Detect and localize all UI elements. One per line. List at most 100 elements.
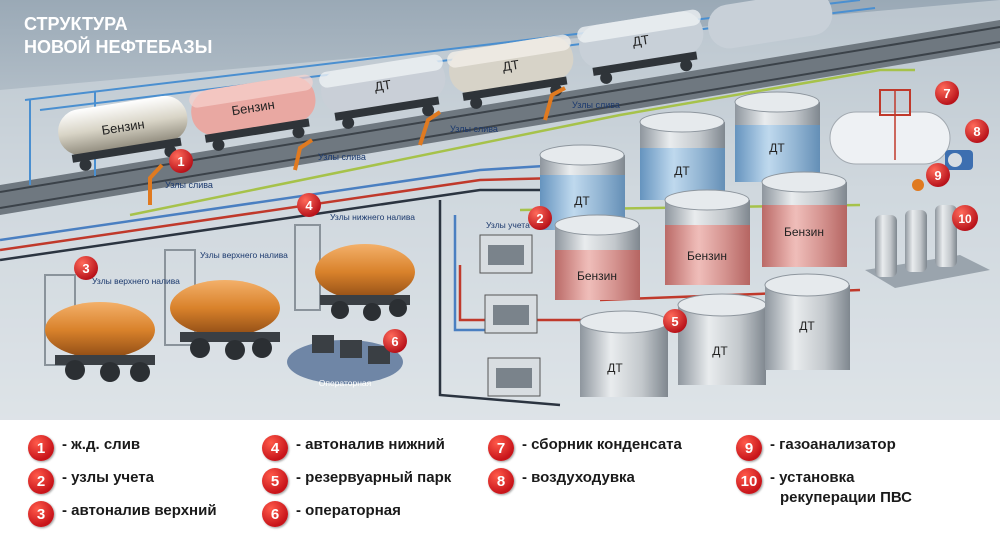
unload-label: Узлы слива — [450, 124, 498, 134]
title-line-2: НОВОЙ НЕФТЕБАЗЫ — [24, 36, 212, 57]
bottom-loading-label: Узлы нижнего налива — [330, 212, 415, 222]
svg-text:5: 5 — [671, 314, 678, 329]
legend-text: - узлы учета — [62, 469, 154, 486]
unload-label: Узлы слива — [318, 152, 366, 162]
tank: ДТ — [579, 310, 669, 397]
legend-item-6: 6 - операторная — [262, 501, 401, 527]
rail-track — [0, 20, 1000, 215]
legend-item-7: 7 - сборник конденсата — [488, 435, 682, 461]
legend-text: - установка рекуперации ПВС — [770, 468, 912, 508]
rail-car: Бензин — [58, 95, 188, 171]
tank: Бензин — [664, 189, 750, 285]
legend-item-9: 9 - газоанализатор — [736, 435, 896, 461]
unloading-arm — [148, 86, 566, 205]
truck-bottom-loading — [294, 224, 415, 321]
gas-analyzer — [912, 179, 924, 191]
svg-text:6: 6 — [391, 334, 398, 349]
oil-depot-scene: Бензин Бензин ДТ ДТ ДТ — [0, 0, 1000, 420]
tank: Бензин — [554, 214, 640, 300]
rail-car-label: ДТ — [631, 32, 650, 49]
rail-car: ДТ — [319, 54, 446, 129]
condensate-collector — [829, 89, 951, 165]
rail-car — [708, 0, 833, 49]
legend-badge: 4 — [262, 435, 288, 461]
svg-text:8: 8 — [973, 124, 980, 139]
legend-badge: 8 — [488, 468, 514, 494]
svg-text:Бензин: Бензин — [784, 225, 824, 239]
svg-text:Бензин: Бензин — [577, 269, 617, 283]
unload-label: Узлы слива — [165, 180, 213, 190]
svg-text:3: 3 — [82, 261, 89, 276]
operator-room: Операторная — [287, 335, 403, 388]
rail-car: ДТ — [447, 34, 574, 109]
svg-text:9: 9 — [934, 168, 941, 183]
rail-car-label: ДТ — [373, 77, 392, 94]
rail-car-label: Бензин — [100, 116, 145, 138]
legend-item-3: 3 - автоналив верхний — [28, 501, 217, 527]
svg-text:Бензин: Бензин — [687, 249, 727, 263]
legend-badge: 5 — [262, 468, 288, 494]
rail-car-label: Бензин — [230, 97, 275, 119]
legend-item-5: 5 - резервуарный парк — [262, 468, 451, 494]
badge-1: 1 — [169, 149, 193, 173]
badge-4: 4 — [297, 193, 321, 217]
metering-unit — [479, 234, 541, 397]
legend-text: - резервуарный парк — [296, 469, 452, 486]
tank: Бензин — [761, 171, 847, 267]
badge-2: 2 — [528, 206, 552, 230]
legend: 1 - ж.д. слив 2 - узлы учета 3 - автонал… — [0, 421, 1000, 551]
legend-badge: 9 — [736, 435, 762, 461]
legend-text: - сборник конденсата — [522, 436, 682, 453]
legend-badge: 10 — [736, 468, 762, 494]
legend-item-2: 2 - узлы учета — [28, 468, 154, 494]
legend-text: - автоналив верхний — [62, 502, 217, 519]
badge-3: 3 — [74, 256, 98, 280]
badge-7: 7 — [935, 81, 959, 105]
tank: ДТ — [734, 91, 820, 182]
unload-label: Узлы слива — [572, 100, 620, 110]
legend-item-4: 4 - автоналив нижний — [262, 435, 445, 461]
svg-text:ДТ: ДТ — [712, 344, 728, 358]
legend-text: - воздуходувка — [522, 469, 635, 486]
top-loading-label: Узлы верхнего налива — [92, 276, 180, 286]
legend-badge: 2 — [28, 468, 54, 494]
legend-text: - газоанализатор — [770, 436, 896, 453]
legend-item-1: 1 - ж.д. слив — [28, 435, 140, 461]
svg-text:ДТ: ДТ — [574, 194, 590, 208]
metering-label: Узлы учета — [486, 220, 530, 230]
svg-text:4: 4 — [305, 198, 313, 213]
legend-text: - операторная — [296, 502, 401, 519]
svg-text:ДТ: ДТ — [674, 164, 690, 178]
svg-text:2: 2 — [536, 211, 543, 226]
svg-text:ДТ: ДТ — [799, 319, 815, 333]
tank: ДТ — [677, 293, 767, 385]
top-loading-label: Узлы верхнего налива — [200, 250, 288, 260]
svg-text:10: 10 — [958, 212, 972, 226]
legend-text-line-2: рекуперации ПВС — [780, 489, 912, 506]
tank: ДТ — [639, 111, 725, 200]
operator-room-label: Операторная — [319, 378, 372, 388]
tank: ДТ — [764, 273, 850, 370]
vapor-recovery-unit — [865, 205, 990, 288]
legend-badge: 6 — [262, 501, 288, 527]
svg-text:7: 7 — [943, 86, 950, 101]
title-line-1: СТРУКТУРА — [24, 14, 128, 34]
legend-badge: 1 — [28, 435, 54, 461]
legend-text-line-1: - установка — [770, 469, 855, 486]
rail-car: Бензин — [189, 74, 316, 151]
legend-item-8: 8 - воздуходувка — [488, 468, 635, 494]
badge-10: 10 — [952, 205, 978, 231]
legend-badge: 3 — [28, 501, 54, 527]
legend-badge: 7 — [488, 435, 514, 461]
badge-8: 8 — [965, 119, 989, 143]
rail-car-label: ДТ — [501, 57, 520, 74]
truck-top-loading — [164, 249, 280, 360]
rail-car: ДТ — [577, 9, 704, 84]
legend-text: - автоналив нижний — [296, 436, 445, 453]
badge-9: 9 — [926, 163, 950, 187]
svg-text:ДТ: ДТ — [607, 361, 623, 375]
legend-item-10: 10 - установка рекуперации ПВС — [736, 468, 912, 508]
badge-5: 5 — [663, 309, 687, 333]
blower — [945, 150, 973, 170]
